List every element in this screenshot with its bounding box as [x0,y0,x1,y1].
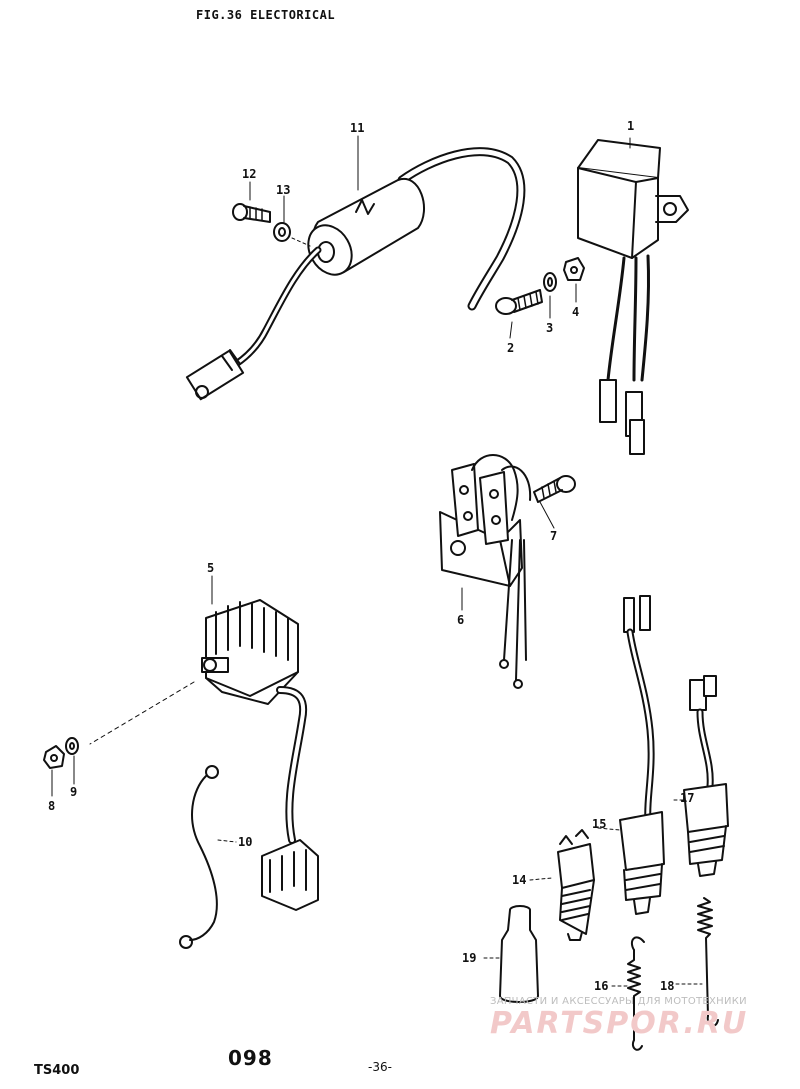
part-12-screw [232,203,271,223]
callout-17: 17 [680,791,695,805]
callout-8: 8 [48,799,56,813]
part-19-boot [499,905,539,1003]
part-6-bracket-relay [439,454,532,689]
watermark-tagline: ЗАПЧАСТИ И АКСЕССУАРЫ ДЛЯ МОТОТЕХНИКИ [490,996,747,1007]
callout-4: 4 [572,305,580,319]
callout-10: 10 [238,835,253,849]
part-17-switch [683,675,729,877]
callout-18: 18 [660,979,675,993]
callout-16: 16 [594,979,609,993]
part-4-nut [563,257,585,281]
callout-13: 13 [276,183,291,197]
callout-12: 12 [242,167,257,181]
callout-15: 15 [592,817,607,831]
callout-leaders [51,135,703,987]
callout-1: 1 [627,119,635,133]
callout-11: 11 [350,121,365,135]
part-14-switch [557,829,595,941]
page-number: -36- [368,1060,392,1074]
part-18-spring [697,897,719,1027]
callout-2: 2 [507,341,515,355]
callout-3: 3 [546,321,554,335]
callout-5: 5 [207,561,215,575]
part-16-spring [627,936,645,1051]
callout-9: 9 [70,785,78,799]
part-7-screw [533,475,576,503]
part-8-nut [43,745,65,769]
watermark-logo: PARTSPOR.RU [490,1006,749,1041]
callout-19: 19 [462,951,477,965]
part-3-washer [543,272,557,292]
page-code: 098 [228,1046,273,1070]
callout-7: 7 [550,529,558,543]
part-10-ground-wire [179,765,219,949]
part-9-washer [65,737,79,755]
callout-6: 6 [457,613,465,627]
callout-14: 14 [512,873,527,887]
part-15-switch [619,595,665,915]
part-1-cdi-unit [577,139,689,455]
model-label: TS400 [34,1063,80,1078]
part-2-screw [495,289,543,315]
figure-title: FIG.36 ELECTORICAL [196,8,336,22]
part-11-ignition-coil [185,147,526,401]
part-13-washer [273,222,311,247]
part-5-rectifier [89,599,319,911]
